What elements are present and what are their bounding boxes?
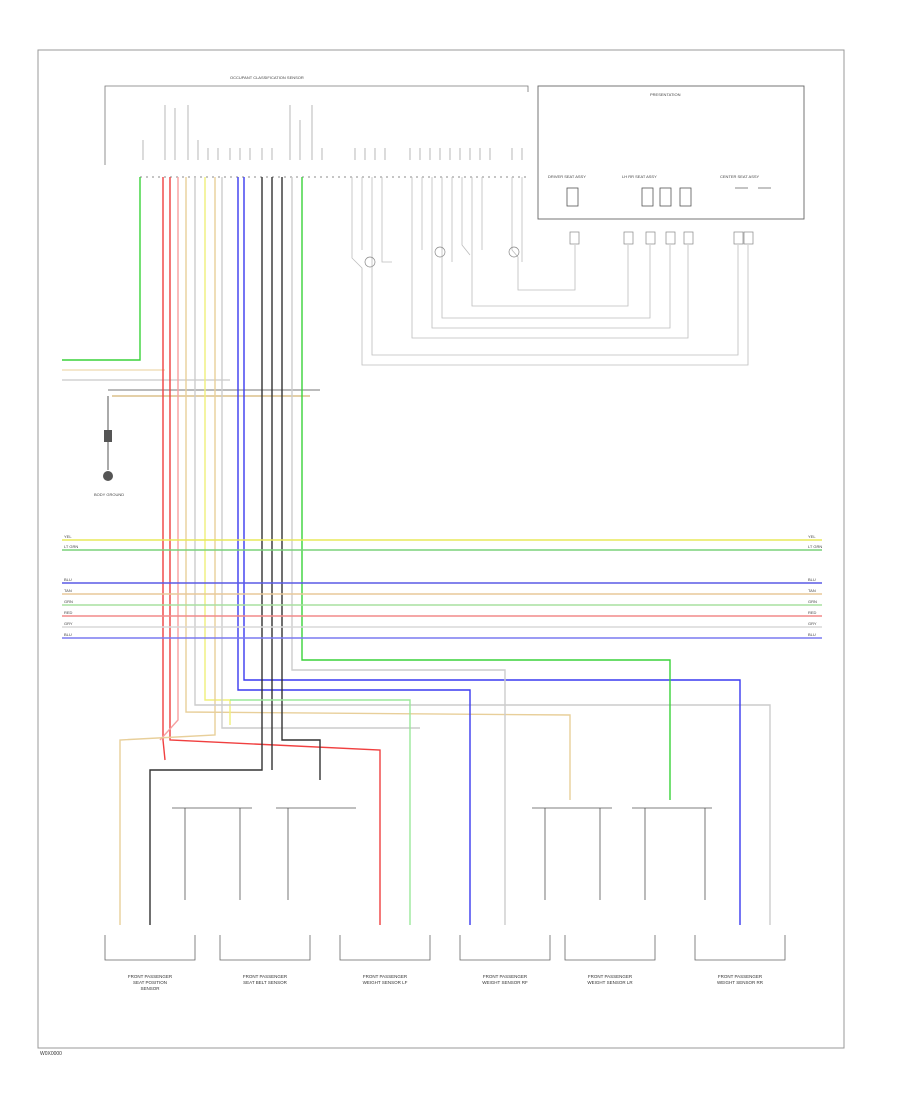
sensor-body (694, 935, 786, 961)
sensor-label: FRONT PASSENGER (243, 974, 288, 979)
bus-label-left: BLU (64, 632, 72, 637)
sensor-label: SEAT BELT SENSOR (243, 980, 287, 985)
bus-label-left: YEL (64, 534, 72, 539)
sensor-body (459, 935, 551, 961)
bus-label-right: TAN (808, 588, 816, 593)
module-group-center: CENTER SEAT ASSY (720, 174, 760, 179)
bus-label-right: BLU (808, 577, 816, 582)
wire-pink-1 (159, 177, 179, 741)
presentation-module: PRESENTATION DRIVER SEAT ASSY LH RR SEAT… (537, 85, 805, 220)
wire-blue-2 (243, 177, 741, 925)
connector-label: OCCUPANT CLASSIFICATION SENSOR (230, 75, 304, 80)
wire-gray-1 (194, 177, 771, 925)
bus-label-left: TAN (64, 588, 72, 593)
module-group-driver: DRIVER SEAT ASSY (548, 174, 586, 179)
module-title: PRESENTATION (650, 92, 681, 97)
bus-label-left: RED (64, 610, 73, 615)
connector-bracket (104, 85, 529, 165)
module-wiring (351, 177, 749, 366)
sensor-label: WEIGHT SENSOR RF (482, 980, 528, 985)
wire-tan-2 (119, 177, 216, 925)
wire-green-1 (62, 177, 141, 361)
sensor-body (104, 935, 196, 961)
wire-yellow-1 (204, 177, 231, 725)
wire-black-1 (149, 177, 263, 925)
bus-label-right: RED (808, 610, 817, 615)
sensor-label: FRONT PASSENGER (363, 974, 408, 979)
wire-black-3 (281, 177, 321, 780)
bus-label-right: YEL (808, 534, 816, 539)
bus-lines: YEL YEL LT GRN LT GRN BLU BLU TAN TAN GRN GRN RED R… (62, 534, 822, 639)
bus-label-right: BLU (808, 632, 816, 637)
module-fuses (364, 231, 754, 268)
sensor-label: FRONT PASSENGER (588, 974, 633, 979)
sensor-label: WEIGHT SENSOR LF (363, 980, 408, 985)
ground-symbol: BODY GROUND (94, 396, 124, 497)
bus-label-left: GRY (64, 621, 73, 626)
bus-label-left: BLU (64, 577, 72, 582)
wire-green-2 (301, 177, 671, 800)
bus-label-left: GRN (64, 599, 73, 604)
wire-bundle (62, 177, 771, 925)
ground-label: BODY GROUND (94, 492, 124, 497)
sensor-label: FRONT PASSENGER (483, 974, 528, 979)
sensor-label: FRONT PASSENGER (128, 974, 173, 979)
diagram-frame (37, 49, 845, 1049)
wire-blue-1 (237, 177, 471, 925)
wire-red-1 (162, 177, 166, 761)
pin-labels (142, 105, 523, 160)
wire-ltgreen-1 (230, 699, 411, 925)
sensor-body (564, 935, 656, 961)
bus-label-right: GRY (808, 621, 817, 626)
bus-label-left: LT GRN (64, 544, 78, 549)
sensor-label: SEAT POSITION (133, 980, 167, 985)
wire-gray-2 (221, 177, 420, 729)
bus-label-right: GRN (808, 599, 817, 604)
footer-code: W0X0000 (40, 1051, 62, 1057)
wire-tan-1 (185, 177, 571, 800)
splice-connectors (172, 807, 712, 900)
sensor-label: SENSOR (140, 986, 160, 991)
module-group-lh: LH RR SEAT ASSY (622, 174, 657, 179)
wire-gray-3 (291, 177, 506, 925)
bus-label-right: LT GRN (808, 544, 822, 549)
sensor-body (219, 935, 311, 961)
wire-red-2 (169, 177, 381, 925)
sensor-label: WEIGHT SENSOR LR (587, 980, 633, 985)
sensor-body (339, 935, 431, 961)
sensor-label: WEIGHT SENSOR RR (717, 980, 764, 985)
sensor-label: FRONT PASSENGER (718, 974, 763, 979)
